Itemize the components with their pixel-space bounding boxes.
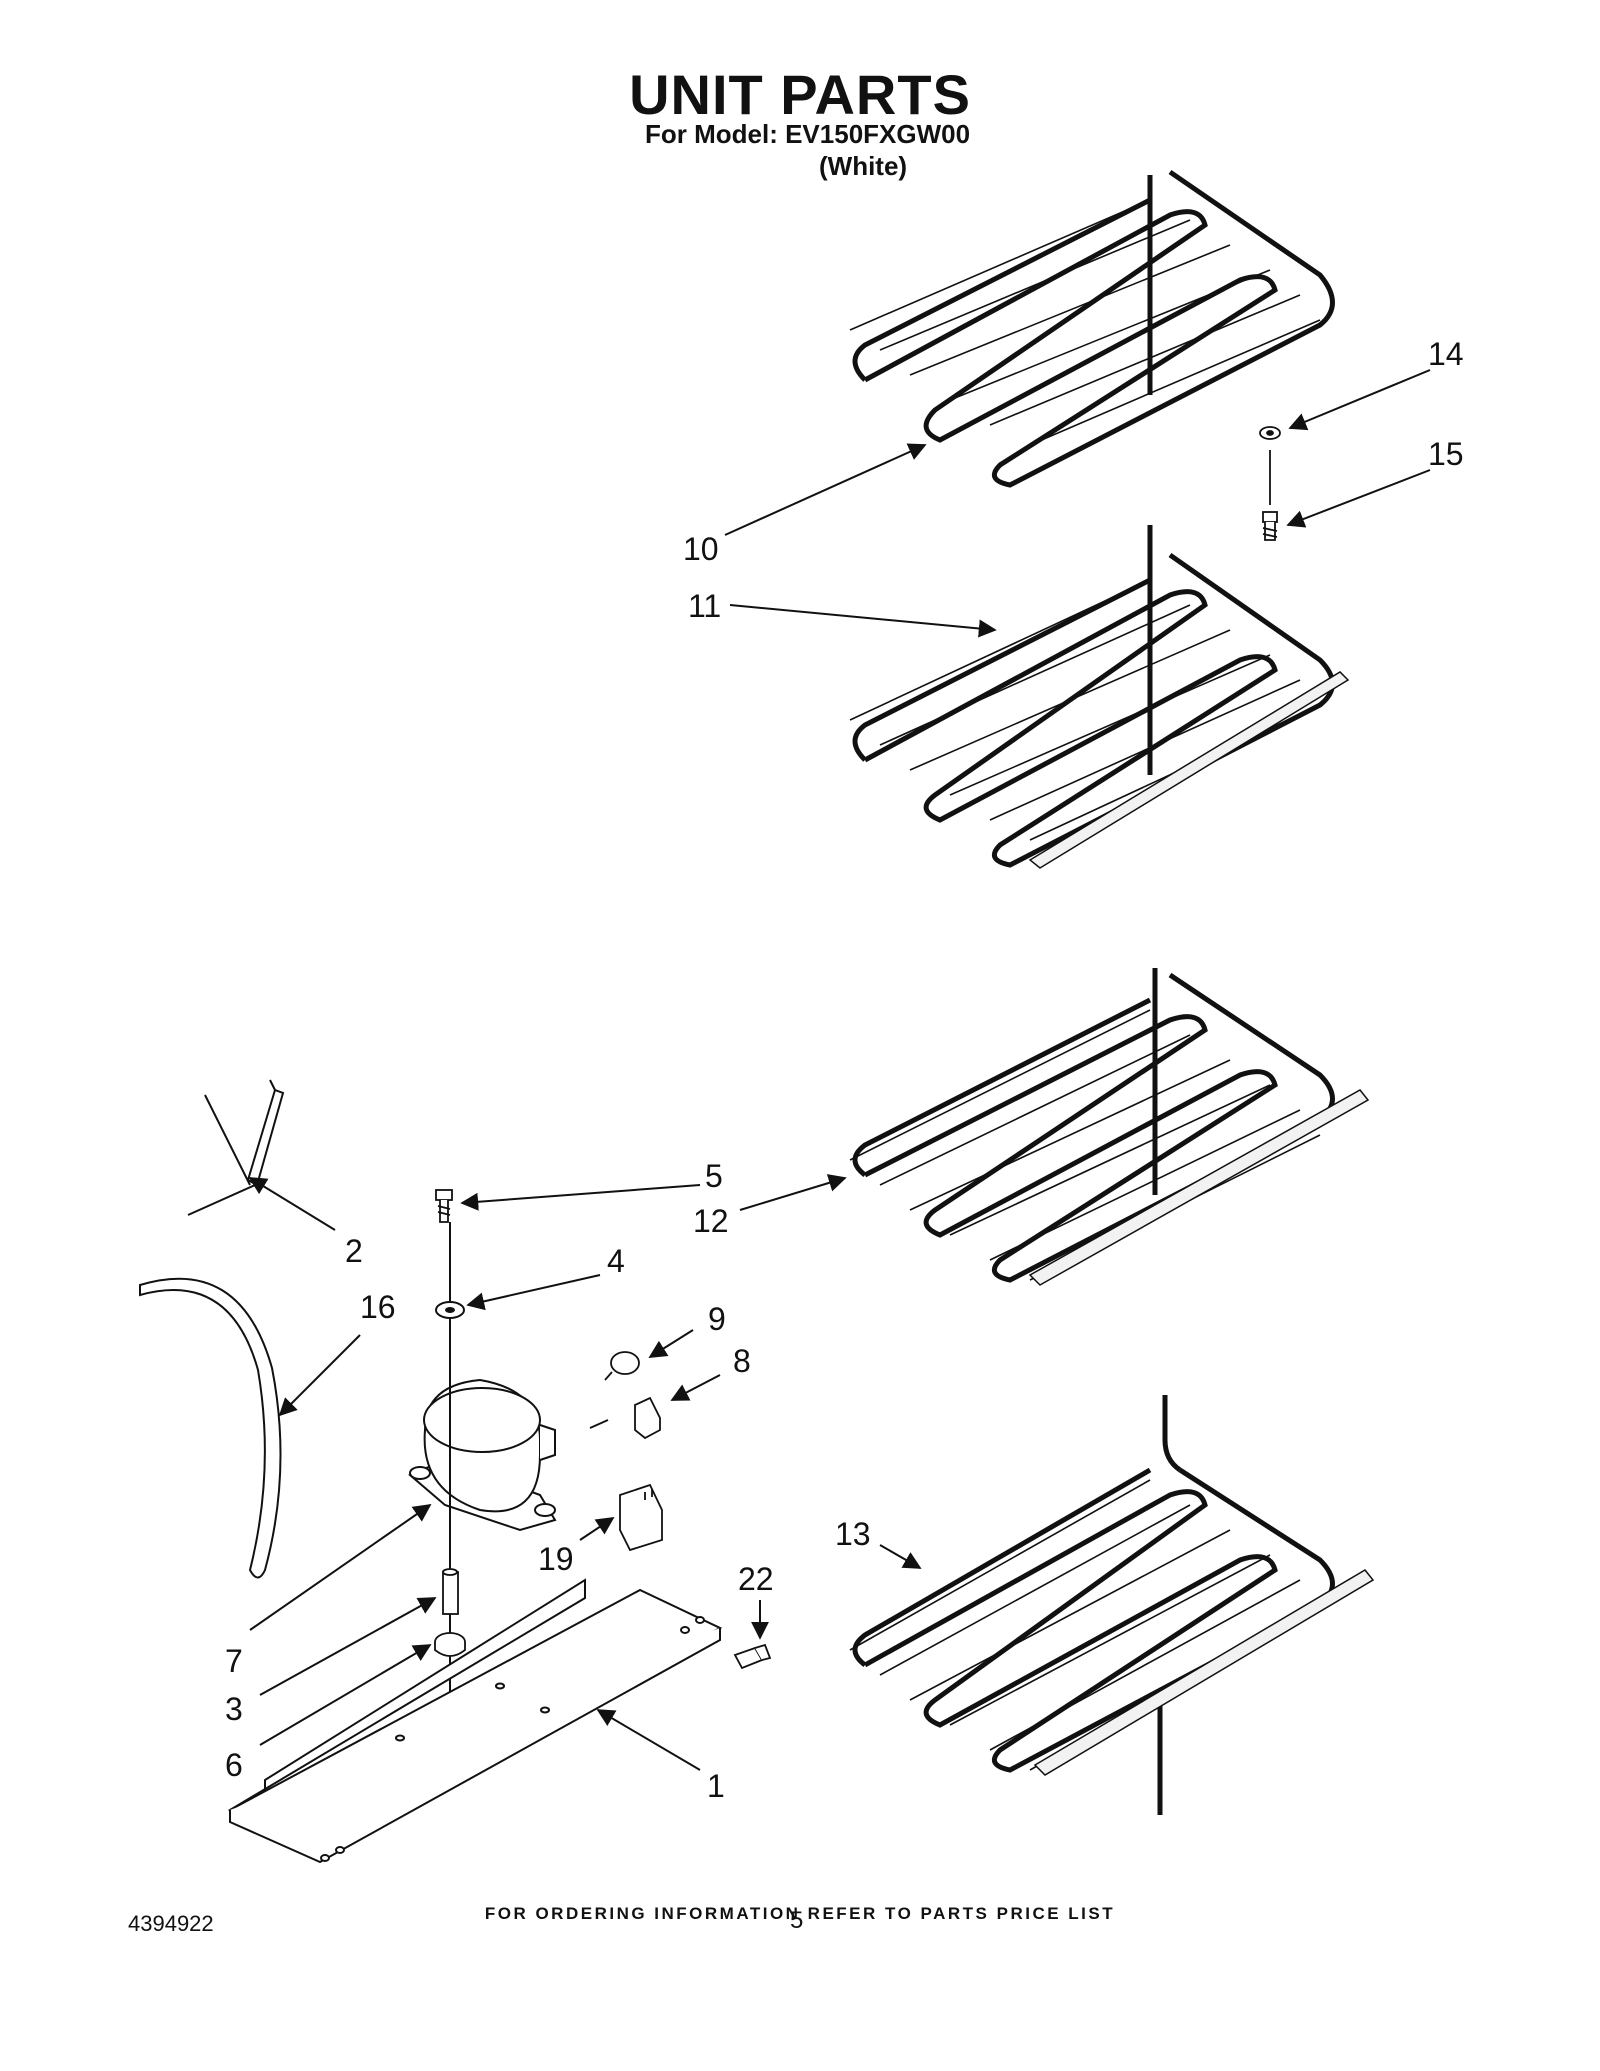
leader-lines <box>248 369 1431 1771</box>
callout-1: 1 <box>707 1768 725 1804</box>
document-number: 4394922 <box>128 1911 214 1936</box>
callout-2: 2 <box>345 1233 363 1269</box>
callout-19: 19 <box>538 1541 574 1577</box>
callout-6: 6 <box>225 1747 243 1783</box>
callout-13: 13 <box>835 1516 871 1552</box>
start-relay-8 <box>589 1396 661 1440</box>
callout-7: 7 <box>225 1643 243 1679</box>
base-plate-1 <box>227 1578 723 1864</box>
ordering-note: FOR ORDERING INFORMATION REFER TO PARTS … <box>484 1904 1116 1923</box>
spacer-3 <box>442 1568 459 1615</box>
callout-9: 9 <box>708 1301 726 1337</box>
model-line: For Model: EV150FXGW00 <box>645 119 971 149</box>
condenser-coil-10 <box>849 169 1335 488</box>
callout-15: 15 <box>1428 436 1464 472</box>
callout-labels: 1 2 3 4 5 6 7 8 9 10 11 12 13 14 15 16 1… <box>225 336 1464 1804</box>
callout-4: 4 <box>607 1243 625 1279</box>
callout-11: 11 <box>688 588 721 624</box>
capacitor-19 <box>619 1483 663 1552</box>
color-line: (White) <box>819 151 908 181</box>
model-info: For Model: EV150FXGW00 (White) <box>645 118 970 182</box>
callout-3: 3 <box>225 1691 243 1727</box>
callout-14: 14 <box>1428 336 1464 372</box>
callout-8: 8 <box>733 1343 751 1379</box>
grommet-6 <box>434 1632 466 1657</box>
callout-22: 22 <box>738 1561 774 1597</box>
mounting-bolt-5 <box>435 1189 453 1223</box>
callout-5: 5 <box>705 1158 723 1194</box>
compressor-7 <box>408 1378 557 1532</box>
washer-4-hole <box>445 1307 455 1313</box>
screw-15 <box>1262 511 1278 541</box>
callout-10: 10 <box>683 531 719 567</box>
screw-22 <box>733 1643 772 1670</box>
page-number: 5 <box>790 1907 804 1934</box>
overload-protector-9 <box>604 1351 640 1381</box>
page-title: UNIT PARTS <box>629 63 971 126</box>
condenser-coil-12 <box>849 968 1370 1286</box>
washer-14 <box>1259 426 1281 440</box>
callout-16: 16 <box>360 1289 396 1325</box>
condenser-coil-13 <box>849 1395 1375 1815</box>
filter-drier-2 <box>187 1079 285 1216</box>
condenser-coil-11 <box>849 525 1350 869</box>
process-tube-16 <box>139 1277 282 1579</box>
callout-12: 12 <box>693 1203 729 1239</box>
